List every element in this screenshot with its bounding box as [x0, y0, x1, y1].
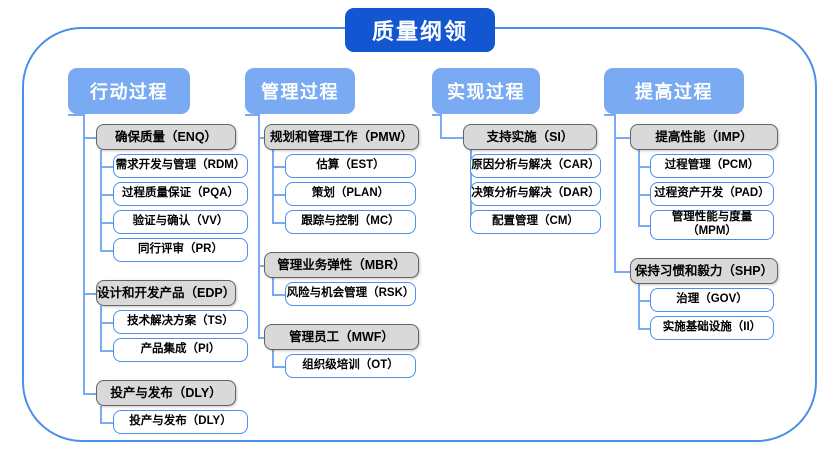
- child-box-1-2-0[interactable]: 组织级培训（OT）: [285, 354, 416, 378]
- child-box-1-0-2[interactable]: 跟踪与控制（MC）: [285, 210, 416, 234]
- child-stub-1-2-0: [272, 366, 285, 368]
- group-stub-3-0: [614, 137, 630, 139]
- child-stub-0-0-3: [100, 250, 113, 252]
- child-box-1-0-1[interactable]: 策划（PLAN）: [285, 182, 416, 206]
- column-trunk-3: [614, 137, 616, 271]
- group-stub-1-0: [258, 137, 264, 139]
- child-stub-3-0-2: [638, 225, 650, 227]
- column-trunk-0: [83, 137, 85, 393]
- group-box-0-2[interactable]: 投产与发布（DLY）: [96, 380, 236, 406]
- group-box-3-0[interactable]: 提高性能（IMP）: [630, 124, 778, 150]
- column-header-stem-1: [245, 114, 260, 116]
- column-trunk-top-2: [440, 114, 442, 137]
- column-trunk-top-1: [258, 114, 260, 137]
- group-box-1-2[interactable]: 管理员工（MWF）: [264, 324, 419, 350]
- child-stub-3-1-1: [638, 328, 650, 330]
- child-box-2-0-1[interactable]: 决策分析与解决（DAR）: [470, 182, 601, 206]
- child-box-0-2-0[interactable]: 投产与发布（DLY）: [113, 410, 248, 434]
- group-stub-3-1: [614, 271, 630, 273]
- column-header-stem-3: [604, 114, 616, 116]
- group-box-1-1[interactable]: 管理业务弹性（MBR）: [264, 252, 419, 278]
- child-trunk-0-2: [100, 406, 102, 422]
- child-stub-0-2-0: [100, 422, 113, 424]
- child-stub-3-0-1: [638, 194, 650, 196]
- child-stub-0-0-0: [100, 166, 113, 168]
- child-box-3-0-2[interactable]: 管理性能与度量 （MPM）: [650, 210, 774, 240]
- child-stub-1-0-0: [272, 166, 285, 168]
- child-box-0-1-0[interactable]: 技术解决方案（TS）: [113, 310, 248, 334]
- child-stub-0-1-0: [100, 322, 113, 324]
- group-box-1-0[interactable]: 规划和管理工作（PMW）: [264, 124, 419, 150]
- child-trunk-0-0: [100, 150, 102, 250]
- column-header-stem-0: [68, 114, 85, 116]
- group-stub-0-0: [83, 137, 96, 139]
- child-box-0-0-0[interactable]: 需求开发与管理（RDM）: [113, 154, 248, 178]
- column-trunk-1: [258, 137, 260, 337]
- child-trunk-1-1: [272, 278, 274, 294]
- child-stub-1-0-2: [272, 222, 285, 224]
- child-box-0-0-1[interactable]: 过程质量保证（PQA）: [113, 182, 248, 206]
- child-box-1-1-0[interactable]: 风险与机会管理（RSK）: [285, 282, 416, 306]
- child-trunk-0-1: [100, 306, 102, 350]
- column-trunk-top-0: [83, 114, 85, 137]
- child-box-2-0-0[interactable]: 原因分析与解决（CAR）: [470, 154, 601, 178]
- group-stub-1-1: [258, 265, 264, 267]
- group-stub-0-2: [83, 393, 96, 395]
- child-box-3-1-1[interactable]: 实施基础设施（II）: [650, 316, 774, 340]
- child-stub-1-0-1: [272, 194, 285, 196]
- child-trunk-1-0: [272, 150, 274, 222]
- child-stub-0-1-1: [100, 350, 113, 352]
- group-box-0-1[interactable]: 设计和开发产品（EDP）: [96, 280, 236, 306]
- child-stub-0-0-1: [100, 194, 113, 196]
- child-box-0-0-3[interactable]: 同行评审（PR）: [113, 238, 248, 262]
- child-box-0-1-1[interactable]: 产品集成（PI）: [113, 338, 248, 362]
- child-trunk-1-2: [272, 350, 274, 366]
- child-trunk-3-0: [638, 150, 640, 225]
- column-header-2[interactable]: 实现过程: [432, 68, 540, 114]
- child-stub-3-1-0: [638, 300, 650, 302]
- group-box-2-0[interactable]: 支持实施（SI）: [463, 124, 597, 150]
- child-box-3-0-1[interactable]: 过程资产开发（PAD）: [650, 182, 774, 206]
- child-box-0-0-2[interactable]: 验证与确认（VV）: [113, 210, 248, 234]
- child-box-3-0-0[interactable]: 过程管理（PCM）: [650, 154, 774, 178]
- column-header-stem-2: [432, 114, 442, 116]
- child-box-2-0-2[interactable]: 配置管理（CM）: [470, 210, 601, 234]
- child-stub-3-0-0: [638, 166, 650, 168]
- group-box-3-1[interactable]: 保持习惯和毅力（SHP）: [630, 258, 778, 284]
- group-stub-1-2: [258, 337, 264, 339]
- diagram-title: 质量纲领: [345, 8, 495, 52]
- group-stub-2-0: [440, 137, 463, 139]
- child-box-3-1-0[interactable]: 治理（GOV）: [650, 288, 774, 312]
- child-box-1-0-0[interactable]: 估算（EST）: [285, 154, 416, 178]
- column-trunk-top-3: [614, 114, 616, 137]
- column-header-0[interactable]: 行动过程: [68, 68, 190, 114]
- child-stub-0-0-2: [100, 222, 113, 224]
- group-box-0-0[interactable]: 确保质量（ENQ）: [96, 124, 236, 150]
- group-stub-0-1: [83, 293, 96, 295]
- column-header-3[interactable]: 提高过程: [604, 68, 744, 114]
- child-trunk-3-1: [638, 284, 640, 328]
- column-header-1[interactable]: 管理过程: [245, 68, 355, 114]
- child-stub-1-1-0: [272, 294, 285, 296]
